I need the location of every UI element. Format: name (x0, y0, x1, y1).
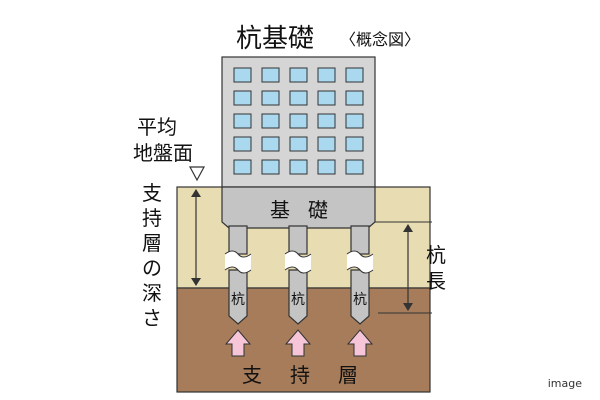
avg-ground-label-line2: 地盤面 (133, 141, 193, 165)
window (261, 136, 280, 152)
pile-break-line (224, 250, 252, 258)
pile: 杭 (284, 225, 312, 325)
window (289, 90, 308, 106)
window (345, 136, 364, 152)
window (317, 136, 336, 152)
pile-break-line (284, 266, 312, 274)
avg-ground-label-line1: 平均 (137, 115, 177, 139)
pile-length-dimension (375, 221, 432, 314)
depth-label-6: さ (142, 306, 162, 330)
window (317, 113, 336, 129)
pile-upper-shaft (288, 225, 308, 255)
window (345, 113, 364, 129)
pile-break-gap (285, 251, 311, 273)
window (289, 136, 308, 152)
window (261, 90, 280, 106)
foundation-label-1: 基 (270, 198, 290, 222)
window (233, 67, 252, 83)
bearing-label-2: 持 (290, 363, 310, 387)
window (261, 67, 280, 83)
window (345, 90, 364, 106)
diagram-title: 杭基礎 (236, 24, 314, 54)
image-caption: image (547, 377, 582, 390)
pile: 杭 (224, 225, 252, 325)
building-windows (233, 67, 364, 175)
pile-break-gap (225, 251, 251, 273)
pile: 杭 (346, 225, 374, 325)
depth-label-4: の (142, 256, 162, 280)
window (261, 159, 280, 175)
pile-break-line (224, 266, 252, 274)
window (233, 159, 252, 175)
window (261, 113, 280, 129)
bearing-label-3: 層 (338, 363, 358, 387)
piles: 杭杭杭 (224, 225, 374, 325)
bearing-label-1: 支 (242, 363, 262, 387)
pile-length-label-2: 長 (426, 269, 446, 293)
pile-upper-shaft (228, 225, 248, 255)
pile-break-line (284, 250, 312, 258)
pile-break-line (346, 266, 374, 274)
depth-label-1: 支 (142, 181, 162, 205)
pile-length-label-1: 杭 (426, 243, 446, 267)
up-arrow-icon (346, 329, 374, 357)
pile-break-line (346, 250, 374, 258)
window (233, 136, 252, 152)
foundation-block (221, 186, 376, 229)
depth-dimension (185, 189, 205, 289)
pile-upper-shaft (350, 225, 370, 255)
triangle-down-icon (188, 166, 206, 182)
window (289, 67, 308, 83)
pile-label: 杭 (231, 292, 245, 308)
upward-arrows (224, 329, 374, 357)
pile-break-gap (347, 251, 373, 273)
window (317, 159, 336, 175)
up-arrow-icon (284, 329, 312, 357)
depth-label-2: 持 (142, 206, 162, 230)
window (317, 90, 336, 106)
window (345, 159, 364, 175)
foundation-label-2: 礎 (308, 198, 328, 222)
diagram-subtitle: 〈概念図〉 (340, 30, 420, 49)
depth-label-5: 深 (142, 281, 162, 305)
pile-label: 杭 (291, 292, 305, 308)
window (289, 159, 308, 175)
window (233, 113, 252, 129)
up-arrow-icon (224, 329, 252, 357)
depth-label-3: 層 (142, 231, 162, 255)
window (289, 113, 308, 129)
pile-label: 杭 (353, 292, 367, 308)
window (345, 67, 364, 83)
window (233, 90, 252, 106)
window (317, 67, 336, 83)
